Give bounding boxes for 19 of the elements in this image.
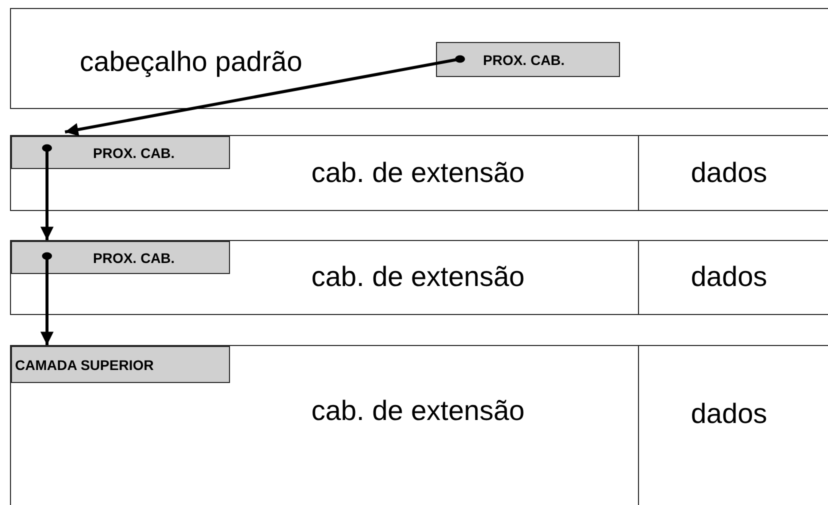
header-field-box xyxy=(11,241,230,274)
data-label: dados xyxy=(690,261,768,293)
field-label: CAMADA SUPERIOR xyxy=(15,356,154,372)
header-field-box xyxy=(436,42,620,77)
field-label: PROX. CAB. xyxy=(93,144,175,160)
header-field-box xyxy=(11,346,230,383)
header-label: cab. de extensão xyxy=(311,395,525,427)
header-box xyxy=(10,8,828,109)
data-label: dados xyxy=(690,398,768,430)
data-label: dados xyxy=(690,157,768,189)
header-box xyxy=(10,135,828,211)
header-label: cab. de extensão xyxy=(311,157,525,189)
field-label: PROX. CAB. xyxy=(93,250,175,266)
field-label: PROX. CAB. xyxy=(483,52,565,68)
header-box xyxy=(10,240,828,315)
header-box xyxy=(10,345,828,505)
header-field-box xyxy=(11,136,230,169)
header-label: cabeçalho padrão xyxy=(80,46,302,78)
header-label: cab. de extensão xyxy=(311,261,525,293)
